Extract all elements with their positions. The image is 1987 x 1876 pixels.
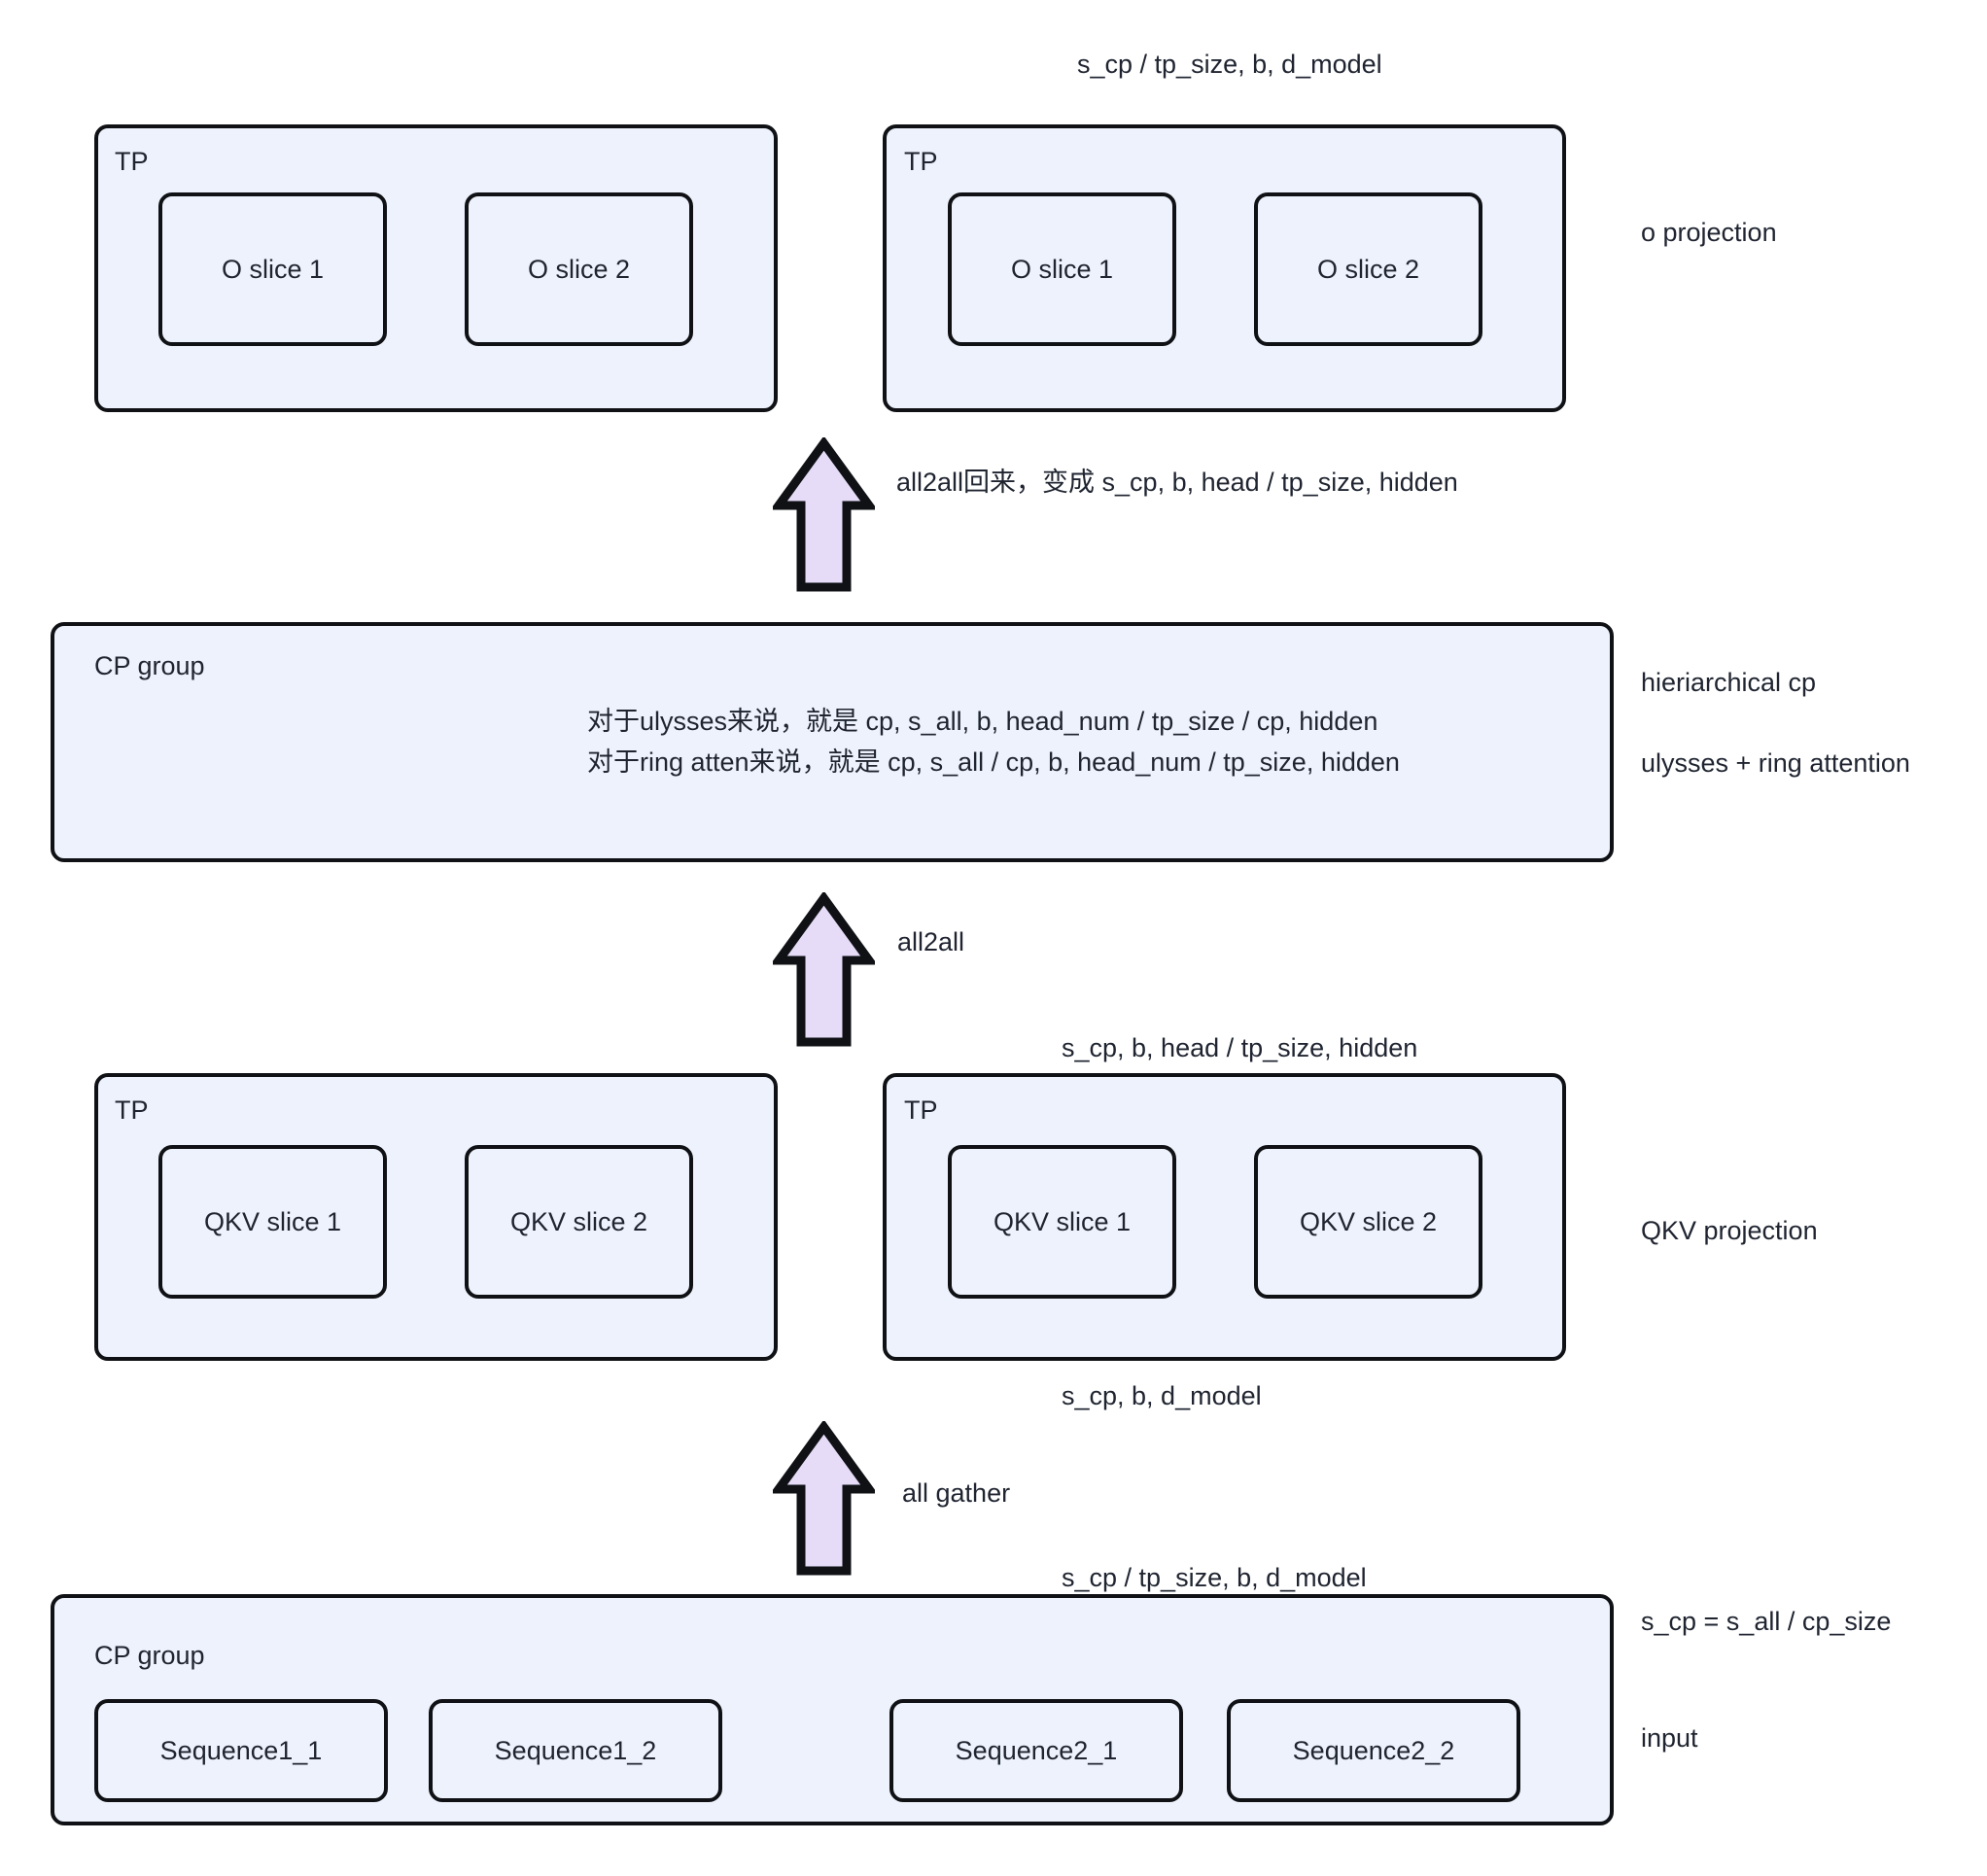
tp-group-qkv-right-label: TP <box>904 1095 938 1125</box>
cp-group-attention-side-label-hierarchical: hieriarchical cp <box>1641 668 1817 697</box>
cp-group-input-side-label-input: input <box>1641 1723 1698 1753</box>
sequence-box-2-1[interactable]: Sequence2_1 <box>889 1699 1183 1802</box>
qkv-slice-1-right[interactable]: QKV slice 1 <box>948 1145 1176 1299</box>
qkv-slice-2-left[interactable]: QKV slice 2 <box>465 1145 693 1299</box>
cp-group-input-side-label-formula: s_cp = s_all / cp_size <box>1641 1607 1892 1636</box>
all-gather-arrow-label: all gather <box>902 1478 1011 1508</box>
sequence-box-1-1[interactable]: Sequence1_1 <box>94 1699 388 1802</box>
qkv-projection-input-shape-label: s_cp, b, d_model <box>1062 1381 1262 1410</box>
tp-group-qkv-left-label: TP <box>115 1095 149 1125</box>
all2all-return-arrow-label: all2all回来，变成 s_cp, b, head / tp_size, hi… <box>896 468 1458 497</box>
all2all-arrow-label: all2all <box>897 927 965 956</box>
tp-group-o-left-label: TP <box>115 147 149 176</box>
cp-group-attention[interactable] <box>51 622 1614 862</box>
qkv-projection-top-shape-label: s_cp, b, head / tp_size, hidden <box>1062 1033 1418 1062</box>
o-slice-2-right[interactable]: O slice 2 <box>1254 192 1482 346</box>
tp-group-o-right-label: TP <box>904 147 938 176</box>
sequence-box-1-2[interactable]: Sequence1_2 <box>429 1699 722 1802</box>
cp-group-input-top-shape-label: s_cp / tp_size, b, d_model <box>1062 1563 1367 1592</box>
cp-group-attention-note-ring: 对于ring atten来说，就是 cp, s_all / cp, b, hea… <box>587 747 1400 777</box>
cp-group-attention-note-ulysses: 对于ulysses来说，就是 cp, s_all, b, head_num / … <box>587 707 1378 736</box>
cp-group-input-label: CP group <box>94 1641 205 1670</box>
o-slice-1-right[interactable]: O slice 1 <box>948 192 1176 346</box>
cp-group-attention-side-label-ulysses-ring: ulysses + ring attention <box>1641 748 1910 778</box>
cp-group-attention-label: CP group <box>94 651 205 680</box>
o-slice-1-left[interactable]: O slice 1 <box>158 192 387 346</box>
all2all-arrow <box>773 892 875 1048</box>
qkv-slice-1-left[interactable]: QKV slice 1 <box>158 1145 387 1299</box>
sequence-box-2-2[interactable]: Sequence2_2 <box>1227 1699 1520 1802</box>
all2all-return-arrow <box>773 437 875 593</box>
o-projection-side-label: o projection <box>1641 218 1777 247</box>
o-slice-2-left[interactable]: O slice 2 <box>465 192 693 346</box>
qkv-slice-2-right[interactable]: QKV slice 2 <box>1254 1145 1482 1299</box>
all-gather-arrow <box>773 1421 875 1577</box>
o-projection-top-shape-label: s_cp / tp_size, b, d_model <box>1077 50 1382 79</box>
qkv-projection-side-label: QKV projection <box>1641 1216 1818 1245</box>
